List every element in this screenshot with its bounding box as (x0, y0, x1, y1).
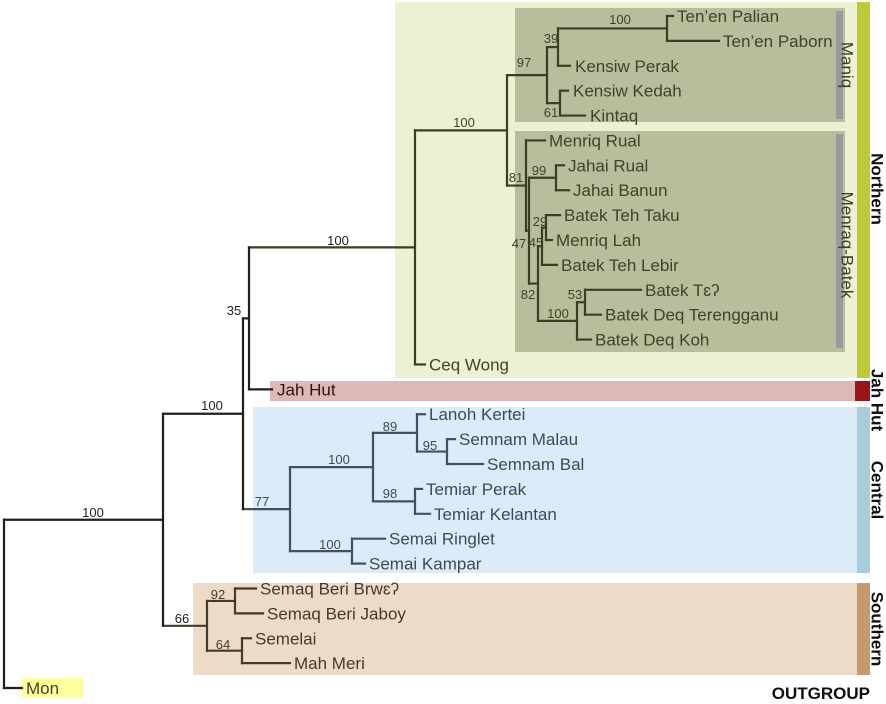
taxon-label: Batek Deq Terengganu (605, 306, 779, 325)
taxon-label: Batek Deq Koh (595, 331, 709, 350)
bootstrap-value: 95 (423, 438, 437, 453)
taxon-label: Kensiw Perak (575, 57, 679, 76)
taxon-label: Ten’en Palian (677, 7, 779, 26)
bootstrap-value: 100 (327, 233, 349, 248)
taxon-label: Mon (26, 679, 59, 698)
taxon-label: Mah Meri (294, 654, 365, 673)
bootstrap-value: 100 (319, 537, 341, 552)
central-group-label: Central (867, 460, 886, 520)
taxon-label: Semai Kampar (369, 555, 482, 574)
taxon-label: Batek Teh Lebir (561, 256, 679, 275)
southern-stripe (857, 583, 870, 675)
bootstrap-value: 100 (328, 452, 350, 467)
taxon-label: Jahai Rual (568, 156, 648, 175)
outgroup-label: OUTGROUP (771, 684, 870, 703)
taxon-label: Semnam Bal (487, 455, 584, 474)
taxon-label: Semaq Beri Jaboy (267, 604, 406, 623)
bootstrap-value: 66 (175, 611, 189, 626)
bootstrap-value: 39 (544, 31, 558, 46)
maniq-gray-bar (836, 11, 843, 119)
taxon-label: Menriq Rual (549, 131, 641, 150)
bootstrap-value: 81 (509, 170, 523, 185)
menraq-batek-group-label: Menraq-Batek (837, 191, 857, 299)
bootstrap-value: 29 (533, 214, 547, 229)
menraq-batek-gray-bar (836, 134, 843, 348)
taxon-label: Ceq Wong (429, 355, 509, 374)
southern-group-label: Southern (867, 591, 886, 667)
bootstrap-value: 99 (532, 163, 546, 178)
bootstrap-value: 100 (82, 505, 104, 520)
bootstrap-value: 53 (568, 287, 582, 302)
bootstrap-value: 100 (201, 398, 223, 413)
menraq-batek-subgroup-box (515, 131, 845, 352)
taxon-label: Jah Hut (277, 380, 336, 399)
bootstrap-value: 82 (521, 287, 535, 302)
bootstrap-value: 61 (544, 105, 558, 120)
bootstrap-value: 89 (383, 419, 397, 434)
bootstrap-value: 64 (216, 637, 230, 652)
jah-hut-group-label: Jah Hut (867, 368, 886, 432)
bootstrap-value: 92 (211, 587, 225, 602)
jah-hut-stripe-marker (855, 381, 870, 401)
taxon-label: Semelai (255, 629, 316, 648)
southern-group-box (193, 583, 858, 675)
bootstrap-value: 100 (547, 306, 569, 321)
taxon-label: Kensiw Kedah (573, 82, 682, 101)
taxon-label: Semai Ringlet (389, 530, 495, 549)
taxon-label: Batek Tɛʔ (645, 281, 720, 300)
bootstrap-value: 47 (512, 236, 526, 251)
bootstrap-value: 98 (383, 486, 397, 501)
taxon-label: Kintaq (590, 107, 638, 126)
bootstrap-value: 100 (609, 12, 631, 27)
taxon-label: Semnam Malau (459, 430, 578, 449)
jah-hut-stripe (270, 381, 855, 401)
northern-group-label: Northern (867, 153, 886, 225)
bootstrap-value: 100 (453, 115, 475, 130)
bootstrap-value: 77 (255, 494, 269, 509)
bootstrap-value: 35 (227, 303, 241, 318)
northern-stripe (857, 2, 870, 378)
central-stripe (857, 407, 870, 573)
taxon-label: Lanoh Kertei (429, 405, 525, 424)
maniq-group-label: Maniq (837, 41, 857, 89)
bootstrap-value: 97 (517, 55, 531, 70)
taxon-label: Temiar Perak (426, 480, 527, 499)
taxon-label: Batek Teh Taku (564, 206, 680, 225)
mon-outgroup-highlight (22, 678, 84, 698)
taxon-label: Temiar Kelantan (434, 505, 557, 524)
taxon-label: Menriq Lah (556, 231, 641, 250)
taxon-label: Ten’en Paborn (723, 32, 833, 51)
taxon-label: Semaq Beri Brwɛʔ (260, 579, 399, 598)
bootstrap-value: 45 (529, 235, 543, 250)
taxon-label: Jahai Banun (573, 181, 668, 200)
central-group-box (253, 407, 858, 573)
